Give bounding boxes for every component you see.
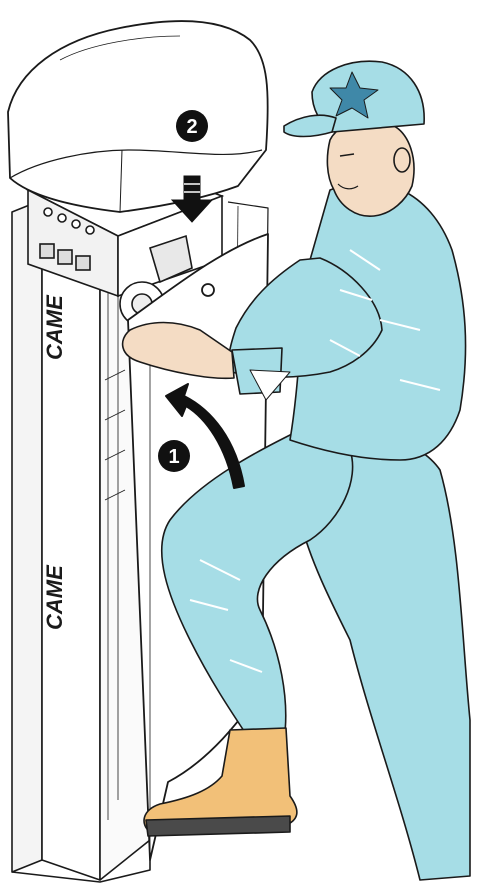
step-badge-1: 1 (158, 440, 190, 472)
brand-logo-upper: CAME (42, 294, 67, 360)
step-badge-2: 2 (176, 110, 208, 142)
step-number-1: 1 (168, 446, 179, 468)
worker-cap-brim (284, 115, 336, 136)
cabinet-left-panel (12, 200, 42, 872)
brand-logo-lower: CAME (42, 564, 67, 630)
step-number-2: 2 (186, 116, 197, 138)
hood-cover (8, 21, 268, 212)
